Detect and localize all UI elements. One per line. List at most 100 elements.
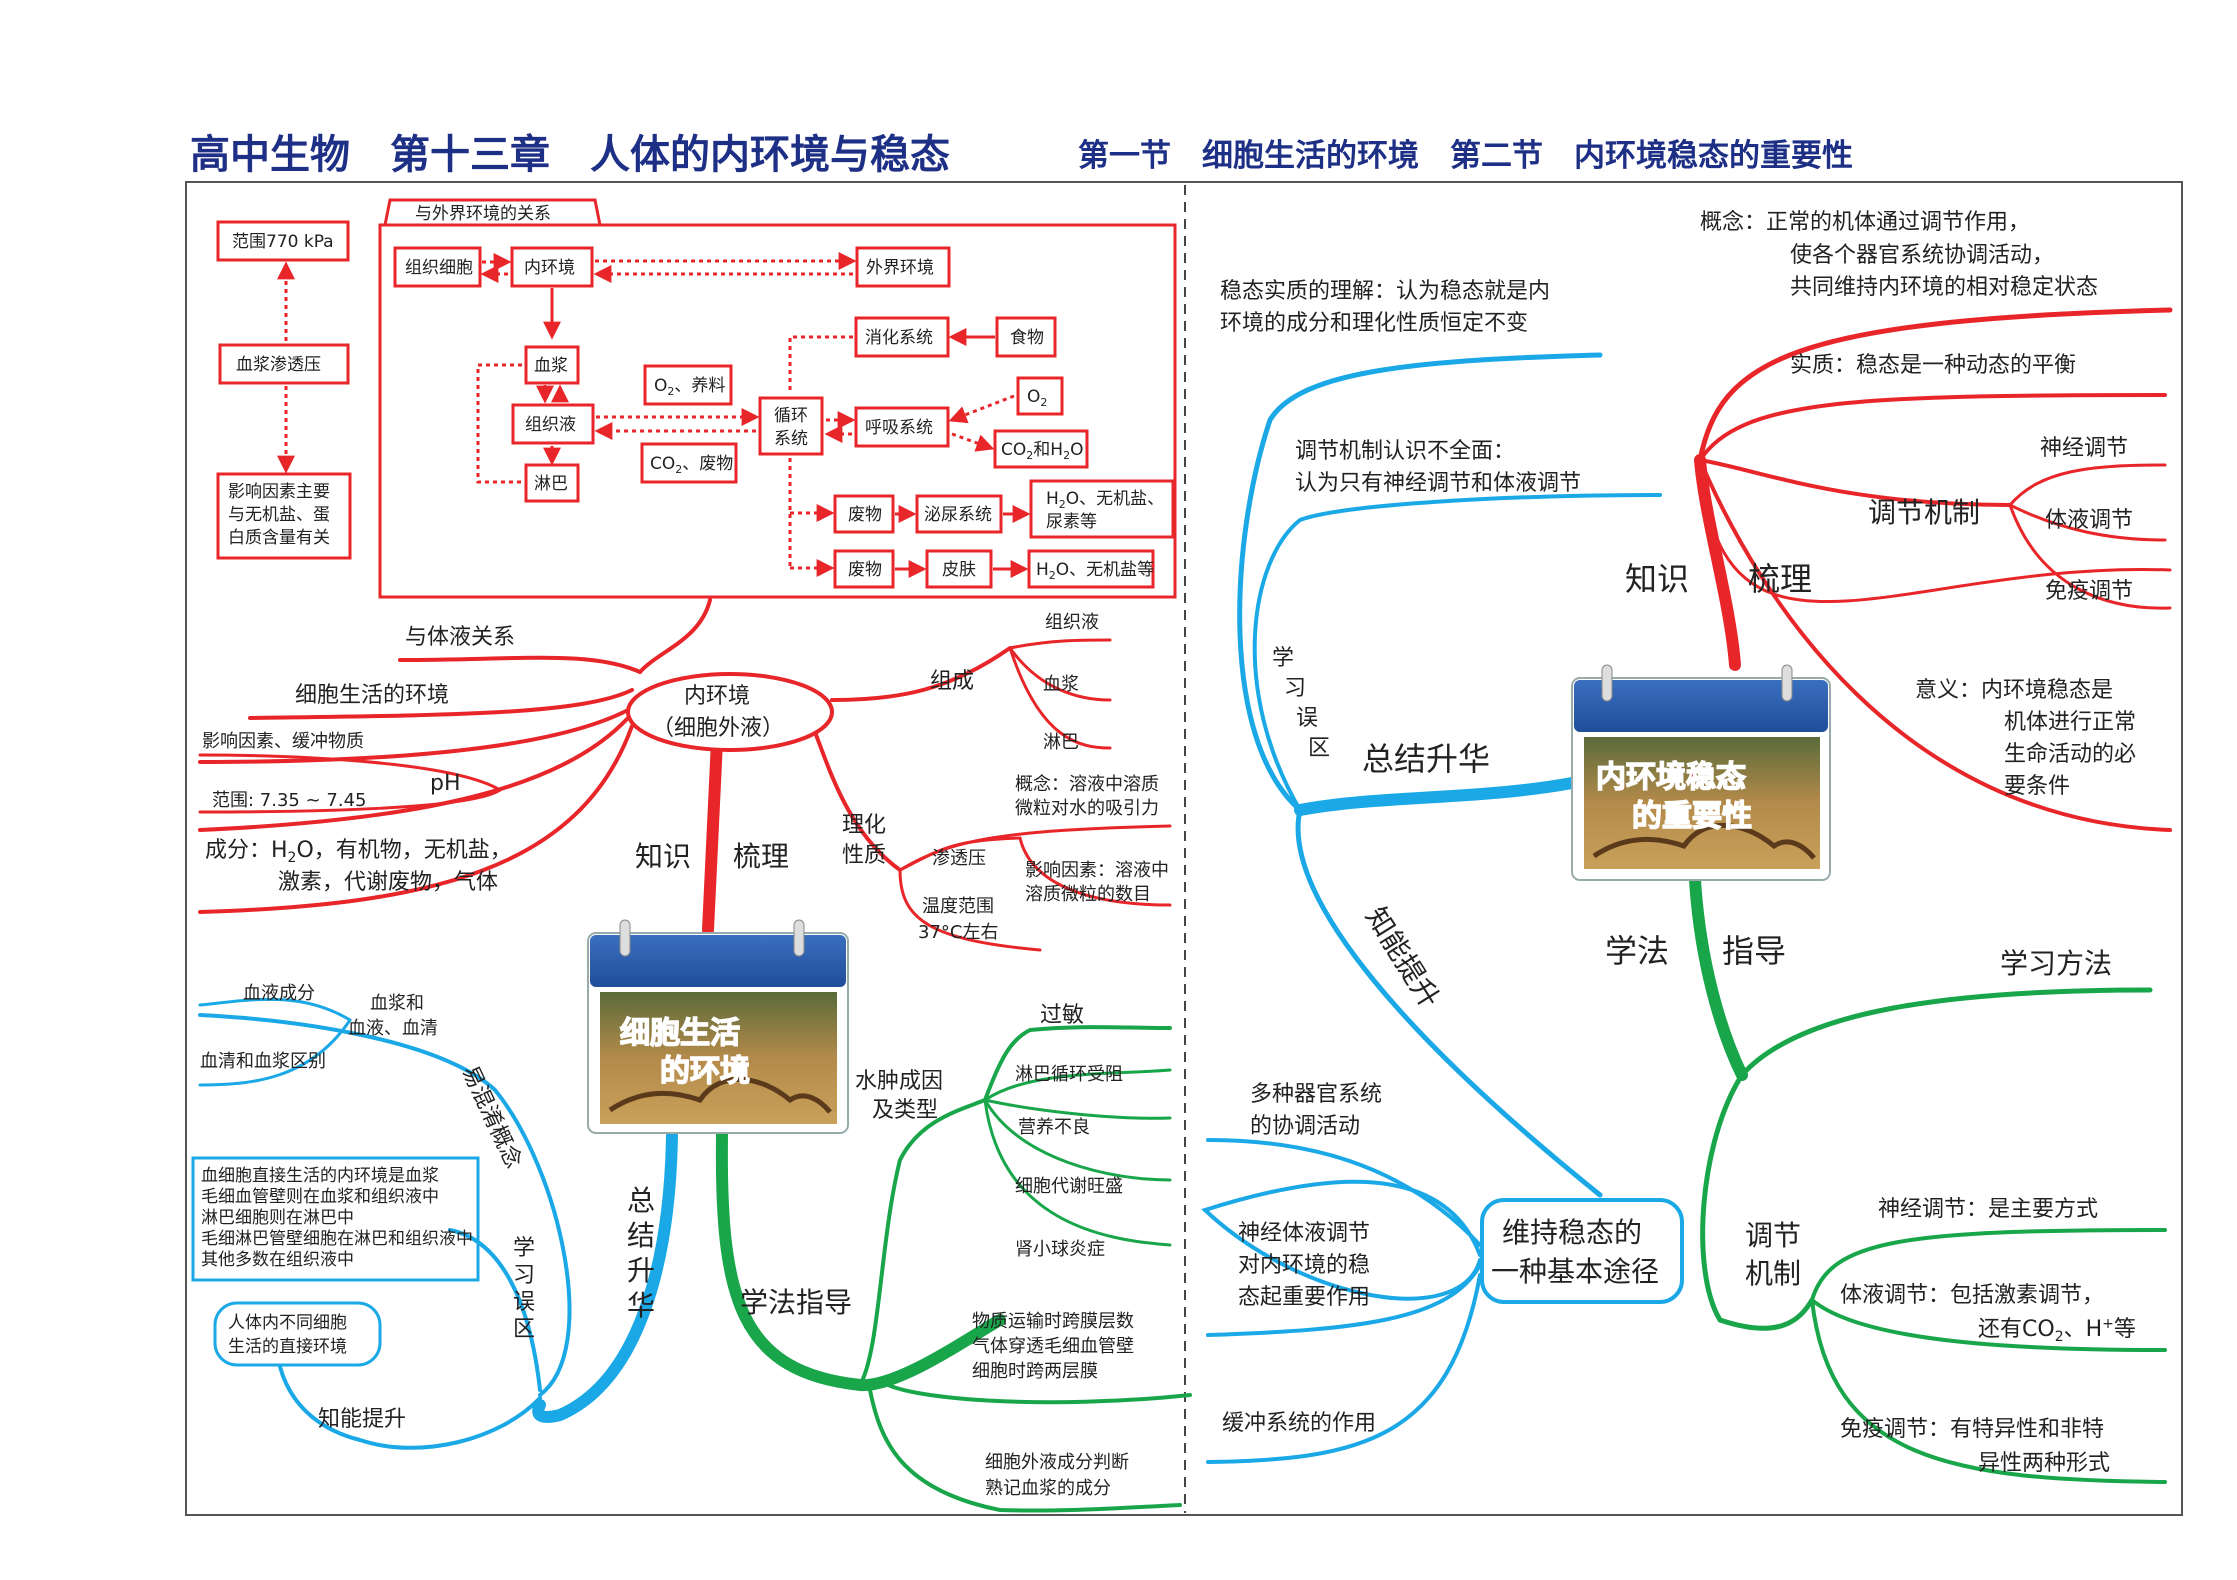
- page-subtitle: 第一节 细胞生活的环境 第二节 内环境稳态的重要性: [1078, 138, 1853, 174]
- text-right-ability: 知能提升: [1359, 901, 1446, 1013]
- text-composition: 组成: [930, 669, 974, 694]
- text-props-2: 性质: [842, 843, 886, 868]
- left-badge-line-1: 细胞生活: [620, 1016, 740, 1051]
- text-comp-tissue: 组织液: [1045, 612, 1099, 633]
- text-ph-factors: 影响因素、缓冲物质: [202, 731, 364, 752]
- mis-box-line-4: 毛细淋巴管壁细胞在淋巴和组织液中: [201, 1229, 473, 1249]
- right-green-branches: [1689, 874, 2167, 1484]
- flow-header: 与外界环境的关系: [415, 204, 551, 224]
- svg-text:H2O、无机盐等: H2O、无机盐等: [1036, 560, 1154, 582]
- text-right-reg-1: 调节: [1745, 1219, 1801, 1252]
- text-nh-3: 态起重要作用: [1238, 1285, 1370, 1310]
- mis-box-line-3: 淋巴细胞则在淋巴中: [201, 1208, 354, 1228]
- svg-text:CO2和H2O: CO2和H2O: [1001, 440, 1083, 462]
- box-waste-1: 废物: [848, 505, 882, 525]
- text-summary-1: 总: [627, 1184, 655, 1217]
- center-node-1: 内环境: [684, 684, 750, 709]
- text-meaning-4: 要条件: [2004, 774, 2070, 799]
- left-badge-line-2: 的环境: [660, 1054, 750, 1089]
- text-living-env: 细胞生活的环境: [295, 683, 449, 708]
- box-cells: 组织细胞: [405, 258, 473, 278]
- right-badge: 内环境稳态 的重要性: [1571, 664, 1831, 881]
- text-ph: pH: [430, 771, 461, 796]
- text-diff-cells-2: 生活的直接环境: [228, 1337, 347, 1357]
- center-node-2: （细胞外液）: [652, 716, 784, 741]
- text-osm: 渗透压: [932, 848, 986, 869]
- box-circ-2: 系统: [774, 429, 808, 449]
- text-osm-concept-1: 概念：溶液中溶质: [1015, 773, 1159, 795]
- box-tissue-fluid: 组织液: [525, 415, 576, 435]
- right-badge-line-2: 的重要性: [1632, 799, 1752, 834]
- text-edema-5: 肾小球炎症: [1015, 1239, 1105, 1260]
- left-green-branches: [715, 1025, 1192, 1513]
- right-red-branches: [1694, 307, 2173, 832]
- text-mis-2: 习: [513, 1263, 535, 1288]
- box-urinary-out-2: 尿素等: [1046, 512, 1097, 532]
- box-external: 外界环境: [866, 258, 934, 278]
- mis-box-line-1: 血细胞直接生活的内环境是血浆: [201, 1166, 439, 1186]
- text-osm-factor-2: 溶质微粒的数目: [1025, 884, 1151, 905]
- box-lymph: 淋巴: [534, 474, 568, 494]
- text-mis-1: 学: [513, 1236, 535, 1261]
- text-way-2: 一种基本途径: [1491, 1255, 1659, 1288]
- text-osm-concept-2: 微粒对水的吸引力: [1015, 798, 1159, 819]
- text-diff-cells-1: 人体内不同细胞: [228, 1313, 347, 1333]
- text-body-fluid: 与体液关系: [405, 625, 515, 650]
- text-props-1: 理化: [842, 813, 886, 838]
- text-transport-1: 物质运输时跨膜层数: [972, 1311, 1134, 1332]
- text-comp-lymph: 淋巴: [1043, 732, 1079, 753]
- text-composition-2: 激素，代谢废物，气体: [278, 870, 498, 895]
- svg-text:与无机盐、蛋: 与无机盐、蛋: [228, 505, 330, 525]
- text-summary-2: 结: [627, 1219, 655, 1252]
- text-edema-cause-1: 水肿成因: [855, 1069, 943, 1094]
- text-essence: 实质：稳态是一种动态的平衡: [1790, 353, 2076, 378]
- text-edema-1: 过敏: [1040, 1003, 1084, 1028]
- svg-text:白质含量有关: 白质含量有关: [228, 528, 330, 548]
- text-g-neural: 神经调节：是主要方式: [1878, 1197, 2098, 1222]
- text-mis-4: 区: [513, 1317, 535, 1342]
- text-mis-3: 误: [513, 1290, 535, 1315]
- box-food: 食物: [1010, 328, 1044, 348]
- text-knowledge-b: 梳理: [733, 840, 789, 873]
- text-comp-plasma: 血浆: [1043, 674, 1079, 695]
- page-title: 高中生物 第十三章 人体的内环境与稳态: [190, 132, 950, 178]
- text-buffer: 缓冲系统的作用: [1222, 1411, 1376, 1436]
- text-right-mis-3: 误: [1296, 706, 1318, 731]
- text-right-reg-2: 机制: [1745, 1257, 1801, 1290]
- text-mis-understand-1: 稳态实质的理解：认为稳态就是内: [1220, 279, 1550, 304]
- text-mis-understand-2: 环境的成分和理化性质恒定不变: [1220, 311, 1528, 336]
- text-pb-2: 血液、血清: [348, 1018, 438, 1039]
- box-waste-2: 废物: [848, 560, 882, 580]
- text-edema-4: 细胞代谢旺盛: [1015, 1176, 1123, 1197]
- text-right-method-a: 学法: [1605, 932, 1669, 970]
- box-osm-pressure: 血浆渗透压: [236, 355, 321, 375]
- box-digestive: 消化系统: [865, 328, 933, 348]
- box-respiratory: 呼吸系统: [865, 418, 933, 438]
- text-summary-3: 升: [627, 1254, 655, 1287]
- text-temp-2: 37°C左右: [918, 922, 998, 943]
- text-meaning-1: 意义：内环境稳态是: [1915, 678, 2113, 703]
- box-osm-range: 范围770 kPa: [232, 232, 334, 252]
- text-ecf-1: 细胞外液成分判断: [985, 1452, 1129, 1473]
- text-right-knowledge-b: 梳理: [1748, 560, 1812, 598]
- box-circ-1: 循环: [774, 406, 808, 426]
- text-pb-1: 血浆和: [370, 993, 424, 1014]
- box-internal: 内环境: [524, 258, 575, 278]
- text-temp-1: 温度范围: [922, 896, 994, 917]
- svg-text:O2、养料: O2、养料: [654, 376, 725, 398]
- text-edema-2: 淋巴循环受阻: [1015, 1064, 1123, 1085]
- way-box: [1480, 1198, 1684, 1304]
- text-g-humoral-2: 还有CO2、H+等: [1978, 1316, 2136, 1345]
- text-g-immune-1: 免疫调节：有特异性和非特: [1840, 1417, 2104, 1442]
- text-ph-range: 范围: 7.35 ~ 7.45: [212, 790, 366, 811]
- text-ecf-2: 熟记血浆的成分: [985, 1478, 1111, 1499]
- text-blood-comp: 血液成分: [243, 983, 315, 1004]
- text-g-immune-2: 异性两种形式: [1978, 1451, 2110, 1476]
- text-way-1: 维持稳态的: [1502, 1216, 1642, 1249]
- text-nh-1: 神经体液调节: [1238, 1221, 1370, 1246]
- text-right-summary: 总结升华: [1362, 740, 1490, 778]
- left-badge: 细胞生活 的环境: [587, 919, 849, 1134]
- text-multi-2: 的协调活动: [1250, 1114, 1360, 1139]
- osmotic-column: 范围770 kPa 血浆渗透压 影响因素主要 与无机盐、蛋 白质含量有关: [216, 220, 352, 560]
- text-right-mis-1: 学: [1272, 646, 1294, 671]
